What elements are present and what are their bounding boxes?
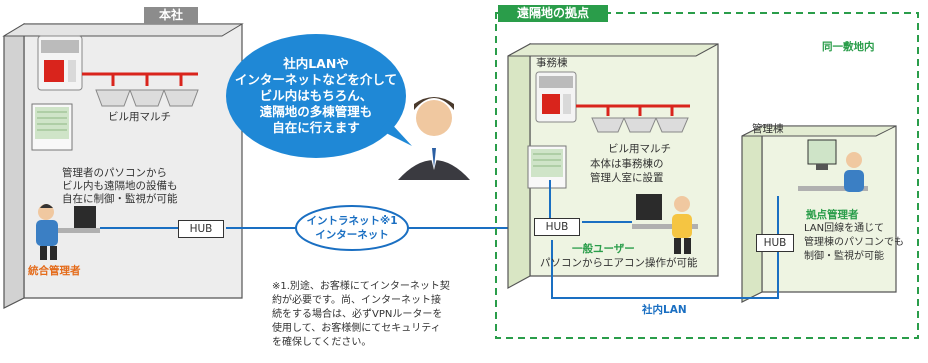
site-admin-desc-3: 制御・監視が可能 [804, 251, 884, 262]
admin-hub: HUB [756, 234, 794, 252]
office-controller-icon [527, 145, 567, 189]
bubble-line-3: ビル内はもちろん、 [259, 88, 373, 103]
hq-controller-icon [31, 103, 73, 151]
office-refrigerant-pipe [576, 104, 690, 116]
office-user-figure [632, 194, 698, 254]
office-indoor-unit-icon [591, 117, 689, 133]
hq-refrigerant-pipe [82, 72, 198, 86]
note-line-1: ※1.別途、お客様にてインターネット契 [272, 281, 450, 292]
businessman-figure [398, 97, 470, 180]
remote-site-tag: 遠隔地の拠点 [498, 5, 608, 22]
hq-desc-2: ビル内も遠隔地の設備も [62, 180, 178, 192]
remote-site-frame [495, 12, 919, 339]
note-line-3: 続をする場合は、必ずVPNルーターを [272, 309, 443, 320]
hq-ac-label: ビル用マルチ [108, 111, 171, 123]
site-admin-desc-1: LAN回線を通じて [804, 223, 885, 234]
general-user-desc: パソコンからエアコン操作が可能 [540, 257, 698, 269]
general-user-title: 一般ユーザー [572, 243, 635, 255]
site-admin-role: 拠点管理者 [806, 209, 859, 221]
note-line-2: 約が必要です。尚、インターネット接 [272, 295, 441, 306]
cloud-label-2: インターネット [315, 229, 389, 241]
speech-bubble [226, 34, 412, 158]
bubble-line-2: インターネットなどを介して [234, 72, 398, 87]
site-admin-desc-2: 管理棟のパソコンでも [804, 237, 904, 248]
bubble-line-1: 社内LANや [283, 56, 349, 71]
hq-indoor-unit-icon [95, 89, 199, 107]
controller-note-1: 本体は事務棟の [590, 158, 664, 170]
hq-desc-3: 自在に制御・監視が可能 [62, 193, 178, 205]
admin-pc-figure [798, 139, 868, 192]
office-ac-label: ビル用マルチ [608, 143, 671, 155]
cloud-label-1: イントラネット※1 [306, 215, 398, 227]
note-line-4: 使用して、お客様側にてセキュリティ [272, 323, 441, 334]
office-title: 事務棟 [536, 57, 568, 69]
hq-tag: 本社 [144, 7, 198, 24]
bubble-line-4: 遠隔地の多棟管理も [259, 104, 373, 119]
hq-hub: HUB [178, 220, 224, 238]
office-outdoor-unit-icon [535, 71, 577, 123]
hq-outdoor-unit-icon [37, 35, 83, 91]
admin-building [741, 125, 897, 303]
internal-lan-label: 社内LAN [642, 304, 687, 316]
hq-admin-figure [36, 204, 100, 260]
same-site-label: 同一敷地内 [822, 41, 875, 53]
bubble-line-5: 自在に行えます [272, 120, 360, 135]
office-hub: HUB [534, 218, 580, 236]
hq-desc-1: 管理者のパソコンから [62, 167, 167, 179]
internal-lan-line [551, 240, 779, 299]
hq-admin-label: 統合管理者 [28, 265, 81, 277]
controller-note-2: 管理人室に設置 [590, 172, 664, 184]
admin-bldg-title: 管理棟 [752, 123, 784, 135]
note-line-5: を確保してください。 [272, 337, 372, 348]
